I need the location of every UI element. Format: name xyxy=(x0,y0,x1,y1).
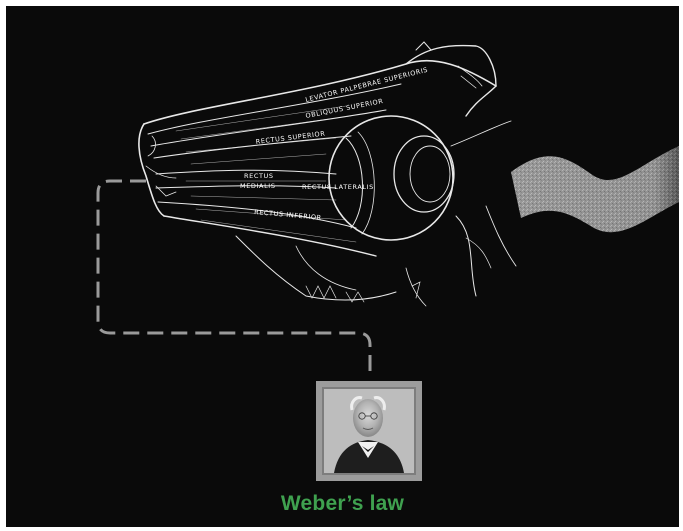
label-rectus-lateralis: RECTUS LATERALIS xyxy=(302,183,374,191)
light-wave xyxy=(511,146,679,232)
label-rectus-inferior: RECTUS INFERIOR xyxy=(254,208,322,222)
label-rectus-medialis-1: RECTUS xyxy=(244,172,274,180)
portrait-icon xyxy=(324,389,414,473)
eye-anatomy-drawing xyxy=(139,42,516,306)
slide-frame: LEVATOR PALPEBRAE SUPERIORIS OBLIQUUS SU… xyxy=(6,6,679,527)
dashed-connector xyxy=(98,181,370,378)
caption-webers-law: Weber’s law xyxy=(6,492,679,516)
label-rectus-superior: RECTUS SUPERIOR xyxy=(255,130,326,146)
eye-diagram: LEVATOR PALPEBRAE SUPERIORIS OBLIQUUS SU… xyxy=(6,6,679,527)
portrait-frame xyxy=(316,381,422,481)
label-rectus-medialis-2: MEDIALIS xyxy=(240,182,276,190)
